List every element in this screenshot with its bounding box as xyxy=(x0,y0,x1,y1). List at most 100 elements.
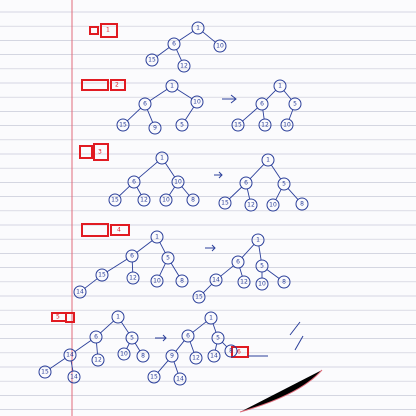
tree-edge xyxy=(168,186,176,196)
node-value: 6 xyxy=(186,333,190,340)
tree-edge xyxy=(173,361,179,374)
arrow-4 xyxy=(155,334,167,342)
tree-node: 15 xyxy=(38,365,52,379)
box-label-6: 6 xyxy=(237,349,241,356)
node-value: 6 xyxy=(143,101,147,108)
tree-node: 14 xyxy=(63,348,77,362)
tree-edge xyxy=(159,242,166,253)
node-value: 6 xyxy=(172,41,176,48)
node-value: 5 xyxy=(282,181,286,188)
node-value: 12 xyxy=(94,357,102,364)
tree-node: 8 xyxy=(136,349,150,363)
node-value: 8 xyxy=(141,353,145,360)
node-value: 6 xyxy=(260,101,264,108)
tree-node: 10 xyxy=(266,198,280,212)
node-value: 12 xyxy=(140,197,148,204)
tree-edge xyxy=(134,342,141,352)
arrow-1 xyxy=(222,94,237,104)
tree-edge xyxy=(189,341,195,353)
tree-node: 1 xyxy=(165,79,179,93)
tree-node: 12 xyxy=(91,353,105,367)
tree-node: 15 xyxy=(108,193,122,207)
tree-edge xyxy=(202,31,216,43)
arrow-2 xyxy=(214,171,223,179)
tree-node: 6 xyxy=(127,175,141,189)
tree-node: 5 xyxy=(161,251,175,265)
tree-node: 5 xyxy=(255,259,269,273)
box-label-2: 2 xyxy=(115,82,119,89)
node-value: 1 xyxy=(196,25,200,32)
node-value: 1 xyxy=(155,234,159,241)
node-value: 15 xyxy=(150,374,158,381)
node-value: 1 xyxy=(116,314,120,321)
node-value: 5 xyxy=(293,101,297,108)
tree-edge xyxy=(84,278,98,289)
tree-node: 12 xyxy=(177,59,191,73)
tree-node: 6 xyxy=(255,97,269,111)
node-value: 15 xyxy=(195,294,203,301)
tree-node: 1 xyxy=(150,230,164,244)
tree-node: 1 xyxy=(273,79,287,93)
annotation-box-6: 6 xyxy=(231,346,249,358)
node-value: 8 xyxy=(180,278,184,285)
tree-edge xyxy=(270,164,282,180)
node-value: 14 xyxy=(70,374,78,381)
tree-edge xyxy=(229,186,242,200)
red-pen-stroke xyxy=(239,369,323,413)
tree-node: 12 xyxy=(244,198,258,212)
tree-node: 5 xyxy=(277,177,291,191)
tree-edge xyxy=(241,244,255,258)
tree-node: 1 xyxy=(204,311,218,325)
ruled-lines xyxy=(0,11,416,410)
node-value: 1 xyxy=(209,315,213,322)
tree-node: 14 xyxy=(207,349,221,363)
node-value: 1 xyxy=(266,157,270,164)
tree-node: 15 xyxy=(231,118,245,132)
tree-node: 14 xyxy=(209,273,223,287)
tree-edge xyxy=(120,321,130,334)
node-value: 8 xyxy=(282,279,286,286)
tree-edge xyxy=(266,269,280,279)
tree-node: 1 xyxy=(251,233,265,247)
tree-node: 14 xyxy=(73,285,87,299)
tree-node: 10 xyxy=(171,175,185,189)
tree-node: 6 xyxy=(125,249,139,263)
tree-edge xyxy=(106,258,128,273)
tree-edge xyxy=(136,240,153,253)
node-value: 14 xyxy=(210,353,218,360)
tree-edge xyxy=(176,49,182,61)
node-value: 1 xyxy=(256,237,260,244)
tree-node: 1 xyxy=(191,21,205,35)
tree-edge xyxy=(127,107,141,122)
tree-node: 15 xyxy=(95,268,109,282)
arrow-3 xyxy=(205,244,216,252)
tree-edge xyxy=(288,109,294,120)
tree-edge xyxy=(138,161,158,179)
tree-edge xyxy=(119,185,130,197)
node-value: 9 xyxy=(170,353,174,360)
node-value: 15 xyxy=(119,122,127,129)
node-value: 10 xyxy=(193,99,201,106)
node-value: 15 xyxy=(111,197,119,204)
tree-edge xyxy=(221,341,228,348)
node-value: 15 xyxy=(41,369,49,376)
tree-node: 5 xyxy=(175,118,189,132)
tree-edge xyxy=(178,30,194,42)
node-value: 12 xyxy=(261,122,269,129)
tree-node: 9 xyxy=(148,121,162,135)
red-annotation-boxes: 1 2 3 4 5 xyxy=(51,23,249,358)
tree-node: 10 xyxy=(159,193,173,207)
tree-edge xyxy=(262,109,265,120)
node-value: 6 xyxy=(236,259,240,266)
tree-node: 6 xyxy=(239,176,253,190)
tree-edge xyxy=(258,245,262,261)
tree-node: 5 xyxy=(125,331,139,345)
